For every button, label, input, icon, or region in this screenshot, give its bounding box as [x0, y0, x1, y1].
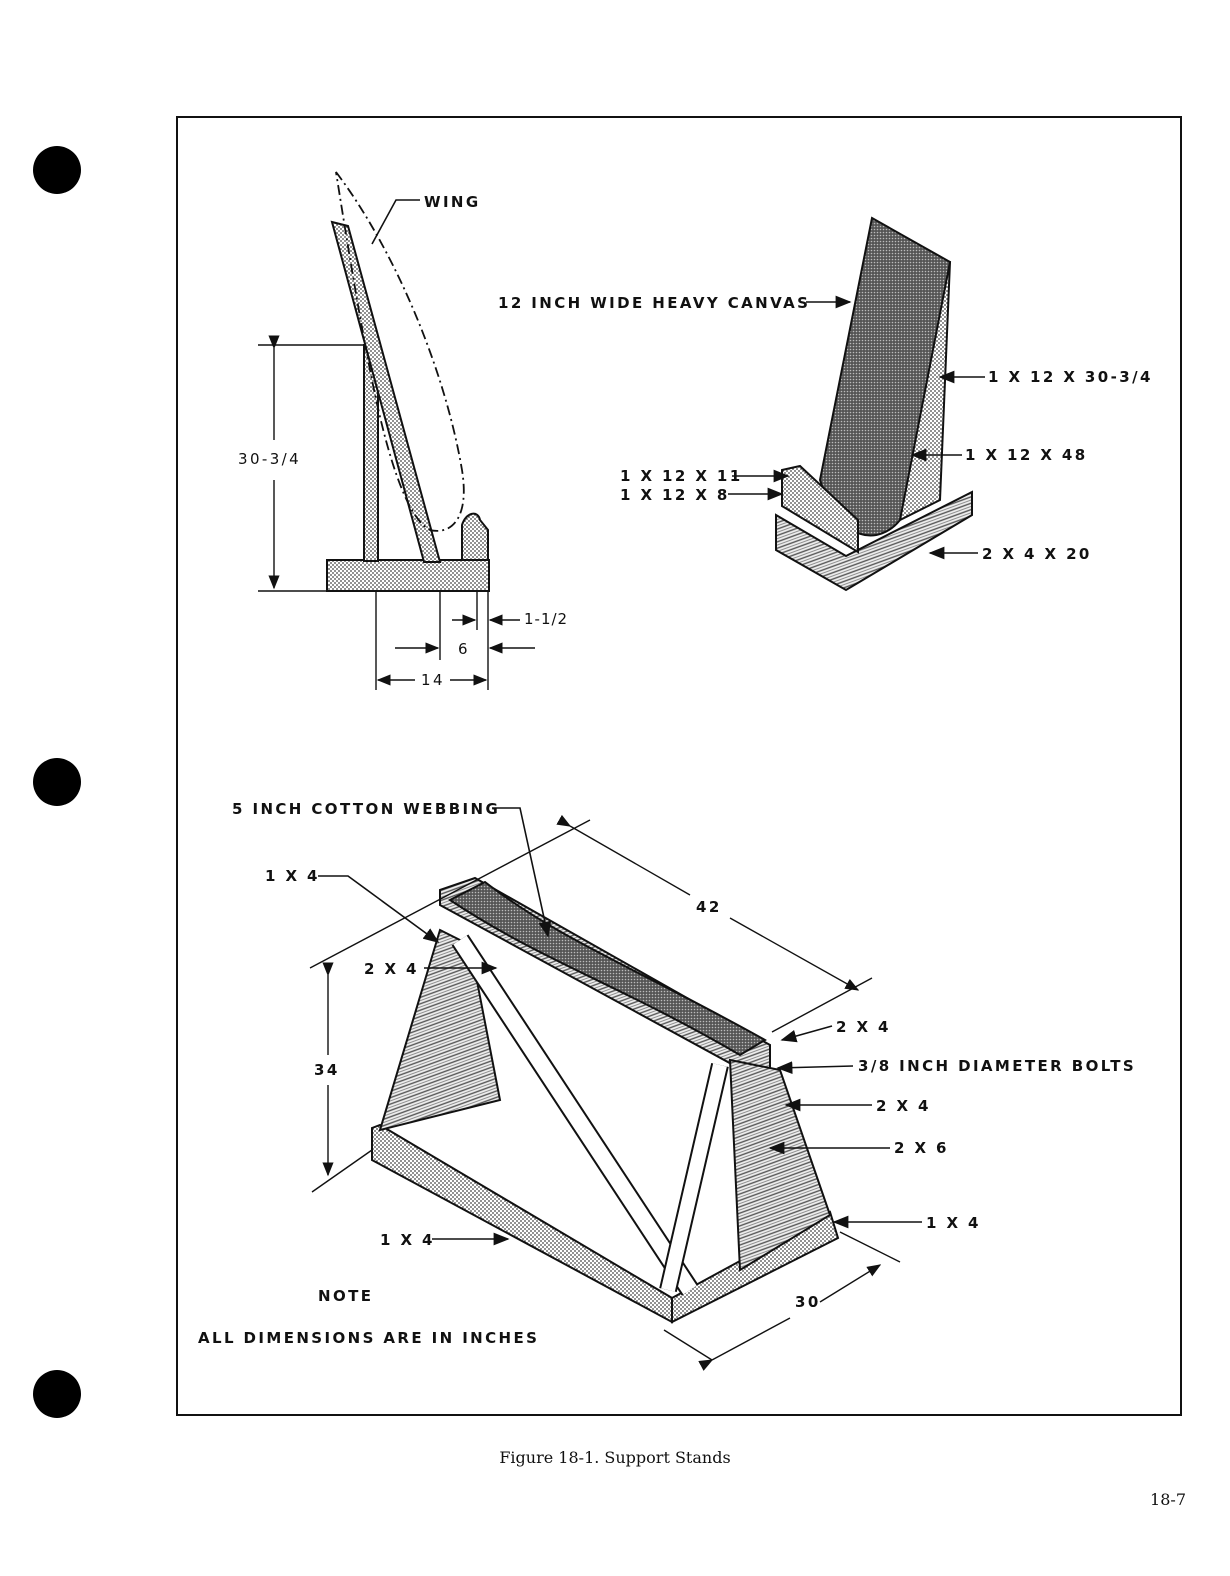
- label-width-30: 30: [795, 1293, 821, 1311]
- label-offset-6: 6: [458, 640, 470, 658]
- note-text: ALL DIMENSIONS ARE IN INCHES: [198, 1329, 539, 1347]
- wing-stand-front-holder: [462, 514, 488, 560]
- label-webbing: 5 INCH COTTON WEBBING: [232, 800, 500, 818]
- label-cap-right: 2 X 4: [836, 1018, 891, 1036]
- label-canvas: 12 INCH WIDE HEAVY CANVAS: [498, 294, 810, 312]
- label-back-board: 1 X 12 X 30-3/4: [988, 368, 1153, 386]
- label-post-1-1-2: 1-1/2: [524, 610, 568, 628]
- label-leg-2x4: 2 X 4: [876, 1097, 931, 1115]
- label-wing: WING: [424, 193, 481, 211]
- sawhorse-drawing: [310, 820, 900, 1360]
- wing-stand-slanted-board: [332, 222, 440, 562]
- label-front-board-2: 1 X 12 X 8: [620, 486, 730, 504]
- label-length-42: 42: [696, 898, 722, 916]
- label-side-board: 1 X 12 X 48: [965, 446, 1088, 464]
- page-number: 18-7: [1150, 1490, 1186, 1509]
- wing-stand-drawing: [258, 172, 535, 690]
- label-cap-left: 2 X 4: [364, 960, 419, 978]
- label-brace-bottom-left: 1 X 4: [380, 1231, 435, 1249]
- wing-stand-base: [327, 560, 489, 591]
- label-front-board-1: 1 X 12 X 11: [620, 467, 743, 485]
- sawhorse-bottom-rail-left: [372, 1125, 672, 1322]
- canvas-stand-drawing: [776, 218, 972, 590]
- label-base-runner: 2 X 4 X 20: [982, 545, 1092, 563]
- wing-outline: [336, 172, 464, 531]
- label-height-30-3-4: 30-3/4: [238, 450, 301, 468]
- label-leg-2x6: 2 X 6: [894, 1139, 949, 1157]
- label-height-34: 34: [314, 1061, 340, 1079]
- figure-caption: Figure 18-1. Support Stands: [0, 1448, 1230, 1467]
- label-bolts: 3/8 INCH DIAMETER BOLTS: [858, 1057, 1136, 1075]
- note-heading: NOTE: [318, 1287, 373, 1305]
- label-brace-top-left: 1 X 4: [265, 867, 320, 885]
- label-base-14: 14: [421, 671, 445, 689]
- label-brace-bottom-right: 1 X 4: [926, 1214, 981, 1232]
